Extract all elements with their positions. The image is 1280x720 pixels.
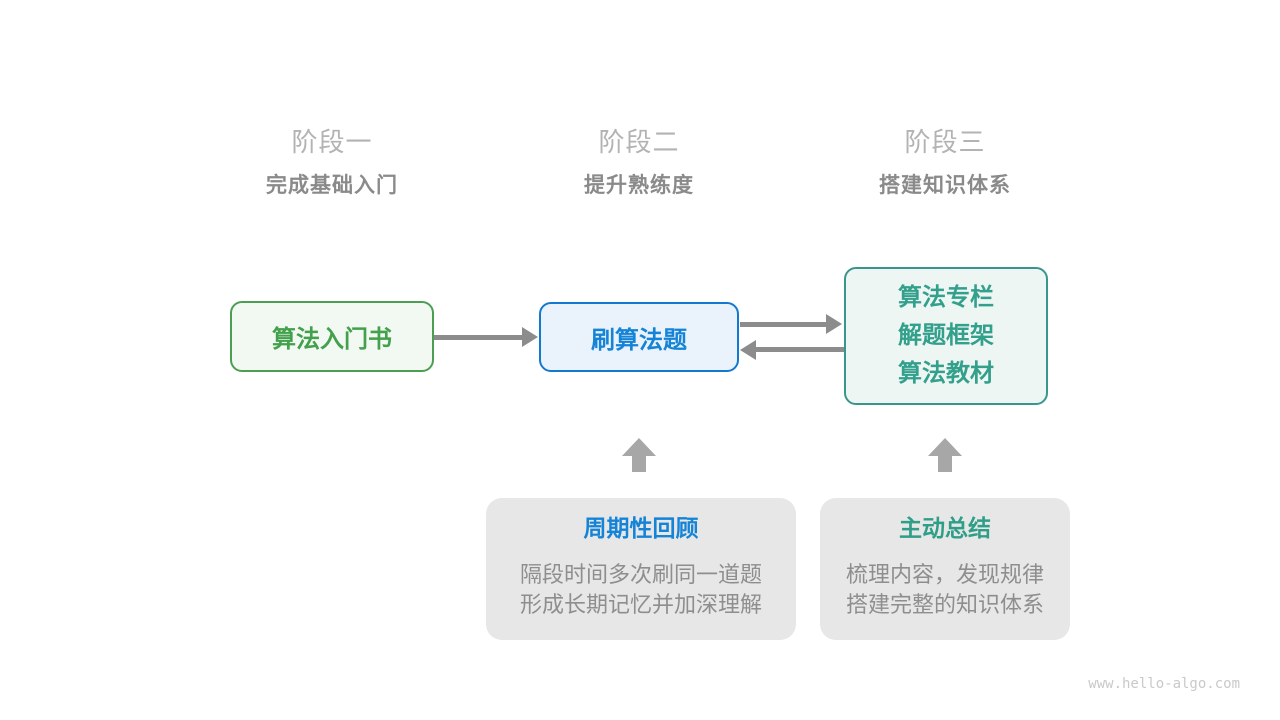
stage3-to-stage2-arrow-line [754,347,844,352]
node-practice-problems: 刷算法题 [539,302,739,372]
stage-2-header: 阶段二 提升熟练度 [489,126,789,199]
stage-2-name: 阶段二 [598,127,680,157]
stage-3-header: 阶段三 搭建知识体系 [795,126,1095,199]
review-up-block-arrow-icon [622,438,656,472]
stage-1-header: 阶段一 完成基础入门 [182,126,482,199]
stage3-to-stage2-left-arrow-icon [740,340,756,360]
stage1-to-stage2-right-arrow-icon [522,327,538,347]
callout-active-summary-line-2: 搭建完整的知识体系 [845,592,1044,617]
stage-2-goal: 提升熟练度 [584,174,694,197]
node-advanced-resources-line-2: 解题框架 [898,322,994,349]
node-intro-book: 算法入门书 [230,301,434,372]
stage2-to-stage3-right-arrow-icon [826,314,842,334]
stage-1-name: 阶段一 [291,127,373,157]
callout-periodic-review-line-1: 隔段时间多次刷同一道题 [519,562,762,587]
watermark: www.hello-algo.com [1088,676,1240,692]
callout-active-summary-body: 梳理内容，发现规律 搭建完整的知识体系 [820,560,1070,620]
node-advanced-resources-line-3: 算法教材 [898,360,994,387]
callout-periodic-review: 周期性回顾 隔段时间多次刷同一道题 形成长期记忆并加深理解 [486,498,796,640]
node-intro-book-label: 算法入门书 [272,326,392,353]
callout-active-summary-line-1: 梳理内容，发现规律 [845,562,1044,587]
summary-up-block-arrow-icon [928,438,962,472]
node-advanced-resources-line-1: 算法专栏 [898,284,994,311]
callout-periodic-review-title: 周期性回顾 [583,515,699,541]
callout-active-summary: 主动总结 梳理内容，发现规律 搭建完整的知识体系 [820,498,1070,640]
stage-3-goal: 搭建知识体系 [879,174,1011,197]
callout-periodic-review-line-2: 形成长期记忆并加深理解 [519,592,762,617]
stage1-to-stage2-arrow-line [434,335,524,340]
callout-active-summary-title: 主动总结 [899,515,991,541]
stage-1-goal: 完成基础入门 [266,174,398,197]
node-advanced-resources: 算法专栏 解题框架 算法教材 [844,267,1048,405]
stage-3-name: 阶段三 [904,127,986,157]
callout-periodic-review-body: 隔段时间多次刷同一道题 形成长期记忆并加深理解 [486,560,796,620]
stage2-to-stage3-arrow-line [740,322,828,327]
node-practice-problems-label: 刷算法题 [591,326,687,354]
